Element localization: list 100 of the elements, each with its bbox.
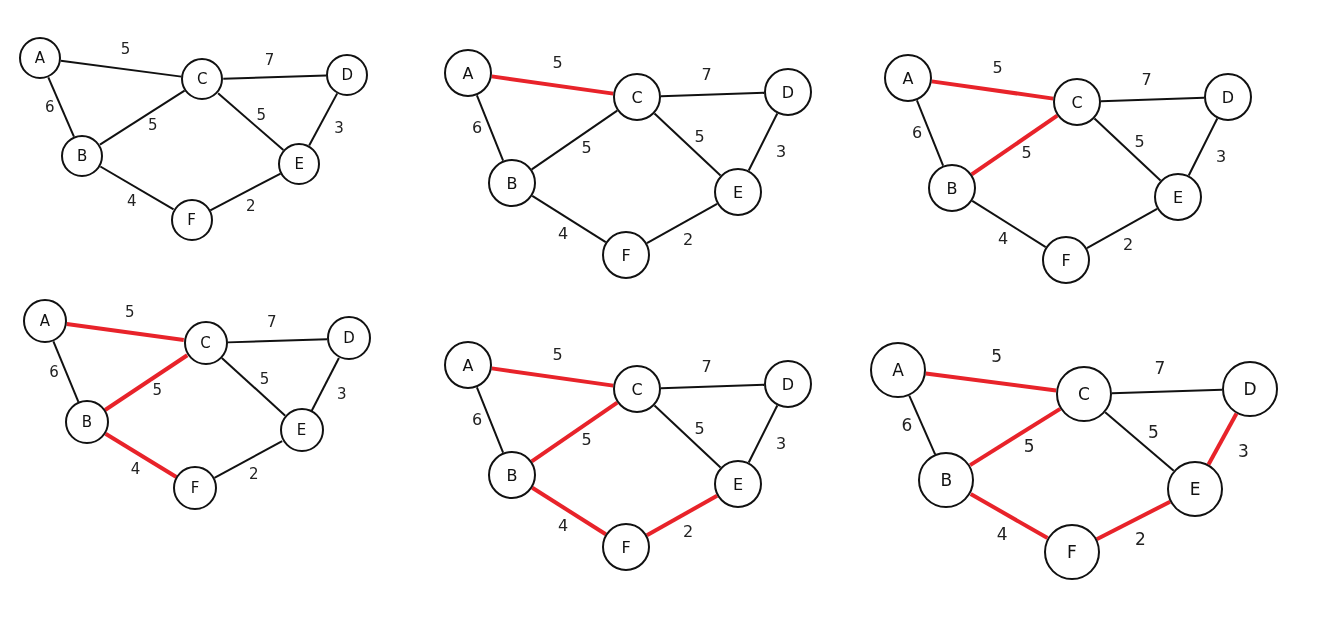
graph-edge: [969, 407, 1062, 467]
graph-edge: [209, 172, 282, 212]
graph-edge: [1187, 117, 1219, 177]
edge-weight: 5: [146, 116, 159, 133]
node-label: F: [1061, 250, 1071, 270]
graph-node: [764, 360, 812, 408]
node-label: F: [1066, 542, 1077, 562]
graph-node: [444, 49, 492, 97]
graph-edge: [1095, 499, 1171, 542]
graph-edge: [531, 194, 607, 244]
graph-edge: [931, 79, 1054, 101]
graph-edge: [660, 383, 765, 390]
node-label: B: [77, 146, 88, 165]
node-label: B: [506, 173, 518, 193]
graph-edge: [1093, 117, 1162, 182]
graph-node: [714, 460, 762, 508]
node-label: B: [506, 465, 518, 485]
graph-node: [1204, 73, 1252, 121]
graph-node: [181, 58, 224, 101]
node-label: B: [81, 413, 92, 432]
graph-edge: [99, 165, 175, 211]
graph-node: [326, 53, 369, 96]
node-label: C: [197, 70, 208, 89]
node-label: B: [940, 470, 953, 490]
graph-node: [327, 316, 371, 361]
graph-node: [602, 231, 650, 279]
graph-node: [613, 73, 661, 121]
graph-edge: [220, 356, 287, 417]
node-label: A: [892, 360, 904, 380]
graph-edge: [475, 386, 505, 454]
node-label: D: [343, 329, 355, 348]
edge-weight: 3: [336, 385, 348, 402]
graph-edge: [645, 494, 719, 537]
graph-edge: [660, 91, 765, 98]
graph-edge: [308, 92, 339, 147]
graph-node: [1055, 366, 1112, 422]
graph-edge: [969, 492, 1049, 540]
edge-weight: 5: [255, 106, 267, 123]
graph-node: [488, 159, 536, 207]
graph-node: [1042, 236, 1090, 284]
node-label: E: [294, 154, 304, 173]
node-label: C: [631, 87, 643, 107]
graph-edge: [104, 353, 189, 412]
graph-node: [1167, 461, 1223, 517]
graph-edge: [66, 322, 185, 343]
graph-edge: [530, 109, 619, 171]
graph-edge: [645, 202, 719, 245]
graph-node: [488, 451, 536, 499]
graph-node: [19, 37, 61, 79]
node-label: A: [39, 312, 51, 330]
node-label: C: [200, 334, 211, 353]
graph-node: [279, 408, 324, 453]
node-label: A: [34, 49, 46, 67]
graph-edge: [925, 371, 1057, 393]
node-label: E: [1172, 187, 1184, 207]
graph-edge: [98, 89, 186, 146]
node-label: C: [631, 379, 643, 399]
graph-node: [918, 452, 975, 508]
graph-node: [61, 134, 104, 177]
edge-weight: 7: [263, 51, 276, 68]
graph-node: [444, 341, 492, 389]
graph-edge: [59, 59, 183, 78]
graph-edge: [653, 404, 722, 469]
graph-edge: [747, 404, 779, 464]
graph-edge: [475, 94, 505, 162]
node-label: D: [341, 65, 353, 84]
graph-node: [602, 523, 650, 571]
node-label: E: [732, 182, 744, 202]
graph-edge: [971, 199, 1047, 249]
graph-node: [884, 54, 932, 102]
edge-weight: 6: [48, 363, 60, 380]
graph-edge: [1104, 411, 1175, 472]
node-label: D: [781, 82, 795, 102]
graph-edge: [1206, 412, 1239, 466]
graph-edge: [213, 440, 284, 479]
graph-edge: [104, 431, 178, 479]
graph-edge: [310, 357, 340, 412]
graph-edge: [653, 112, 722, 177]
graph-edge: [908, 394, 937, 456]
node-label: E: [1189, 479, 1201, 499]
graph-edge: [970, 113, 1059, 177]
graph-edge: [47, 76, 75, 138]
graph-node: [928, 164, 976, 212]
node-label: B: [946, 178, 958, 198]
graph-edge: [1110, 388, 1223, 395]
graph-node: [1222, 361, 1278, 417]
graph-node: [183, 321, 228, 366]
node-label: D: [1243, 379, 1257, 399]
edge-weight: 4: [995, 524, 1009, 543]
graph-node: [1053, 78, 1101, 126]
node-label: A: [462, 355, 474, 375]
graph-node: [870, 342, 926, 398]
graph-edge: [491, 74, 614, 96]
graph-node: [278, 142, 321, 185]
graph-edge: [747, 112, 779, 172]
graph-node: [23, 299, 67, 343]
graph-edge: [52, 340, 80, 403]
graph-node: [1043, 524, 1100, 580]
graph-node: [764, 68, 812, 116]
node-label: F: [621, 245, 631, 265]
